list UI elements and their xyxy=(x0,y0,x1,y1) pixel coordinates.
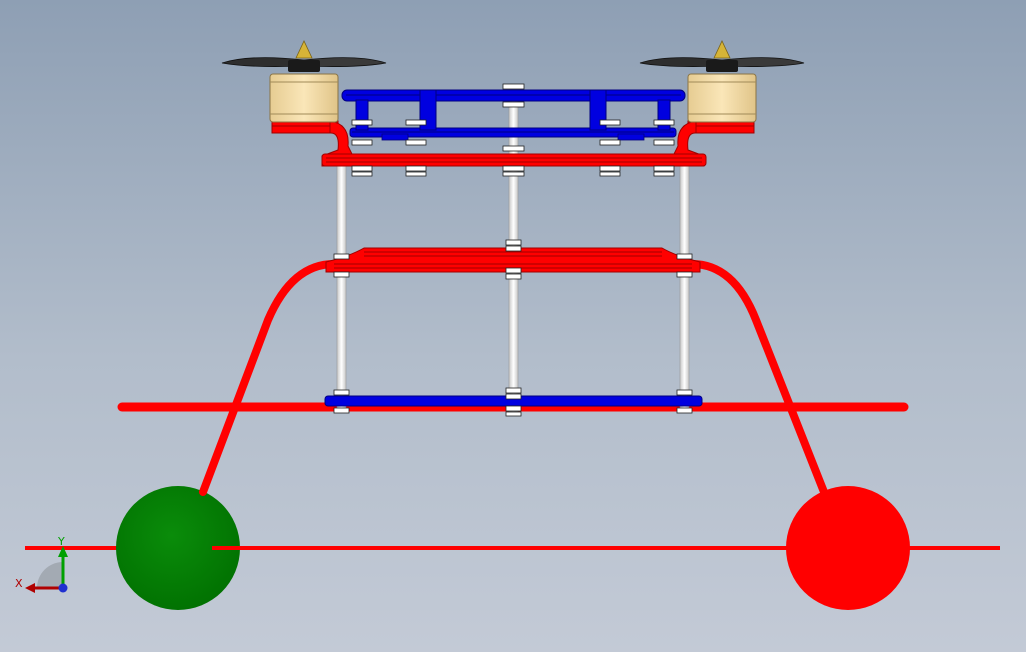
right-frame-leg[interactable] xyxy=(688,260,828,496)
standoff-right[interactable] xyxy=(679,149,690,413)
right-propeller[interactable] xyxy=(639,40,805,72)
nuts xyxy=(333,83,693,417)
triad-x-label: X xyxy=(15,577,23,590)
coordinate-triad: X Y xyxy=(15,535,68,593)
left-wheel[interactable] xyxy=(116,486,240,610)
left-motor[interactable] xyxy=(269,73,339,123)
upper-blue-frame[interactable] xyxy=(341,89,686,141)
standoff-left[interactable] xyxy=(336,149,347,413)
upper-red-plate[interactable] xyxy=(271,120,755,167)
left-propeller[interactable] xyxy=(221,40,387,72)
right-motor[interactable] xyxy=(687,73,757,123)
triad-y-label: Y xyxy=(57,535,65,548)
left-frame-leg[interactable] xyxy=(199,260,338,496)
middle-red-plate[interactable] xyxy=(325,247,701,273)
